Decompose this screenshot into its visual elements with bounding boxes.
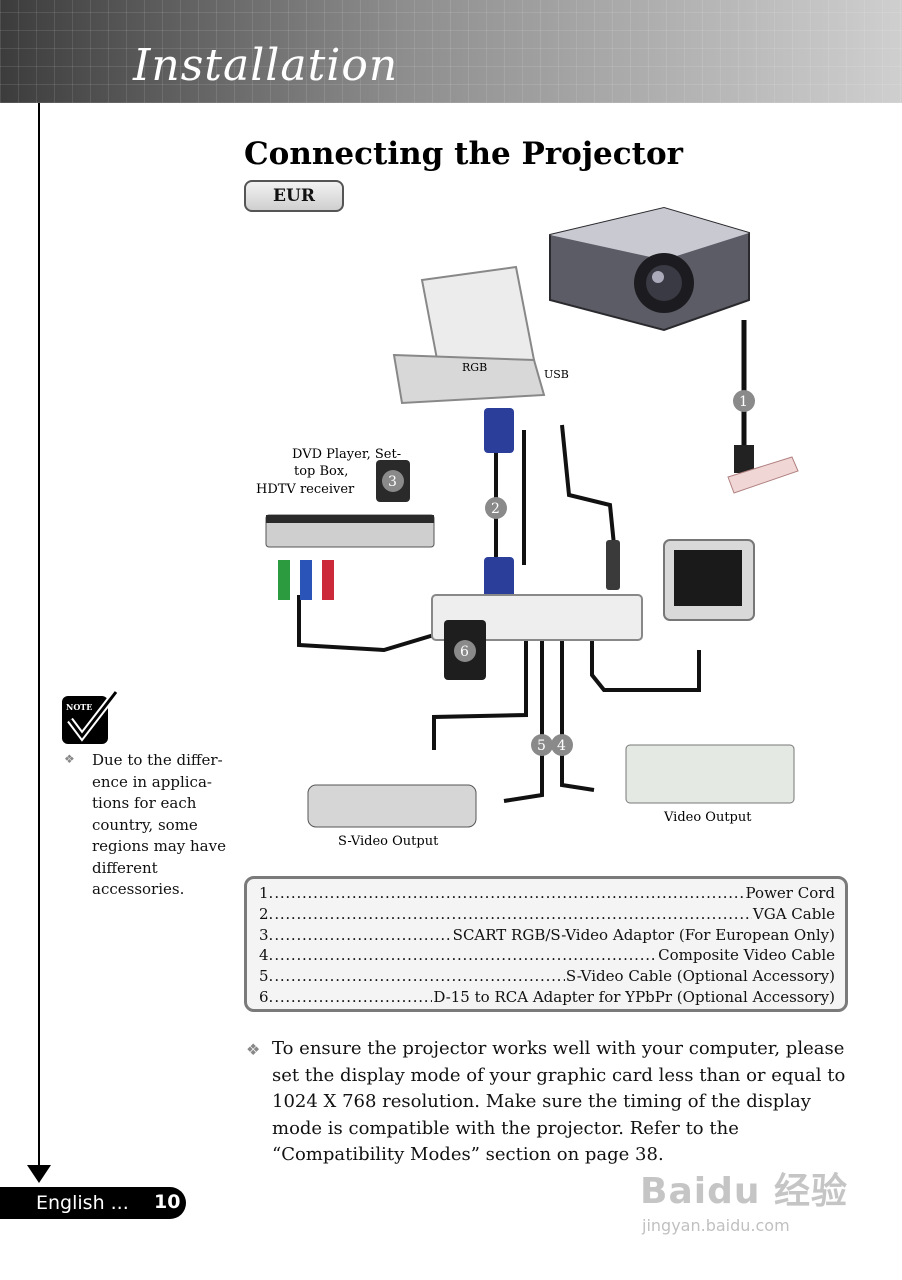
list-item: 3. SCART RGB/S-Video Adaptor (For Europe… (259, 925, 835, 946)
leader-dots (274, 925, 451, 946)
svg-text:NOTE: NOTE (66, 702, 92, 712)
region-badge: EUR (244, 180, 344, 212)
part-number: 6. (259, 987, 274, 1006)
part-number: 3. (259, 925, 274, 944)
note-icon: NOTE (62, 690, 119, 744)
footer-bar: English ... 10 (0, 1187, 186, 1219)
leader-dots (274, 987, 432, 1008)
vga-plug-top (484, 408, 514, 453)
parts-list: 1. Power Cord 2. VGA Cable 3. SCART RGB/… (244, 876, 848, 1012)
page-number: 10 (154, 1191, 181, 1213)
svg-text:2: 2 (491, 501, 500, 517)
list-item: 5. S-Video Cable (Optional Accessory) (259, 966, 835, 987)
callout-1: 1 (733, 390, 755, 412)
header-banner: Installation (0, 0, 902, 103)
margin-rule (38, 103, 40, 1165)
monitor-icon (663, 539, 755, 621)
dvd-label-line3: HDTV receiver (256, 482, 355, 497)
part-number: 4. (259, 946, 274, 965)
list-item: 6. D-15 to RCA Adapter for YPbPr (Option… (259, 987, 835, 1008)
leader-dots (274, 883, 744, 904)
laptop-icon (392, 265, 546, 405)
vga-plug-bottom (484, 557, 514, 602)
power-cord-icon (727, 320, 799, 494)
part-number: 1. (259, 884, 274, 902)
note-text: Due to the differ- ence in applica- tion… (92, 751, 226, 898)
part-name: VGA Cable (752, 904, 835, 923)
svg-text:3: 3 (388, 474, 397, 490)
leader-dots (274, 945, 657, 966)
leader-dots (274, 966, 565, 987)
callout-6: 6 (454, 640, 476, 662)
list-item: 4. Composite Video Cable (259, 945, 835, 966)
watermark-url: jingyan.baidu.com (642, 1216, 790, 1235)
list-item: 2. VGA Cable (259, 904, 835, 925)
dvd-label-line1: DVD Player, Set- (292, 447, 401, 462)
video-output-label: Video Output (663, 810, 752, 825)
tip-bullet-icon: ❖ (246, 1040, 261, 1059)
footer-language: English ... (36, 1192, 129, 1214)
part-name: D-15 to RCA Adapter for YPbPr (Optional … (433, 987, 835, 1006)
svg-text:1: 1 (739, 394, 748, 410)
projector-icon (549, 206, 750, 332)
usb-plug (606, 540, 620, 590)
part-name: S-Video Cable (Optional Accessory) (565, 967, 835, 986)
part-name: Composite Video Cable (658, 946, 835, 965)
callout-5: 5 (531, 734, 553, 756)
part-number: 5. (259, 967, 274, 986)
svg-text:6: 6 (460, 644, 469, 660)
note-bullet-icon: ❖ (64, 752, 75, 766)
rca-red-plug (322, 560, 334, 600)
callout-3: 3 (382, 470, 404, 492)
callout-2: 2 (485, 497, 507, 519)
down-arrow-icon (27, 1165, 51, 1183)
dvd-label-line2: top Box, (294, 464, 348, 479)
page-title: Connecting the Projector (244, 136, 683, 172)
usb-label: USB (544, 368, 569, 381)
svg-text:5: 5 (537, 738, 546, 754)
tip-text: To ensure the projector works well with … (272, 1038, 846, 1165)
connection-diagram: RGB USB DVD Player, Set- top Box, HDTV r… (256, 206, 799, 849)
rca-blue-plug (300, 560, 312, 600)
list-item: 1. Power Cord (259, 883, 835, 904)
watermark: Baidu 经验 jingyan.baidu.com (640, 1150, 860, 1250)
video-device-icon (625, 744, 795, 804)
rca-green-plug (278, 560, 290, 600)
svideo-output-label: S-Video Output (338, 834, 439, 849)
part-name: SCART RGB/S-Video Adaptor (For European … (452, 925, 835, 944)
leader-dots (274, 904, 752, 925)
svg-text:4: 4 (557, 738, 566, 754)
svideo-device-icon (307, 784, 477, 828)
rgb-label: RGB (462, 361, 487, 374)
callout-4: 4 (551, 734, 573, 756)
part-name: Power Cord (745, 884, 835, 902)
section-title: Installation (133, 40, 399, 91)
watermark-logo: Baidu 经验 (640, 1171, 849, 1212)
part-number: 2. (259, 904, 274, 923)
dvd-player-icon (265, 514, 435, 548)
